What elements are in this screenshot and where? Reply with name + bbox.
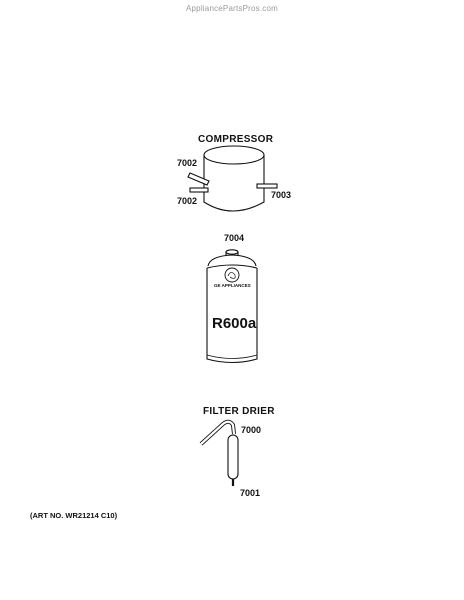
compressor-tube-right [256,183,278,189]
filter-drier-drawing [199,419,239,486]
compressor-tube-lower [189,187,209,193]
drier-body [227,434,239,480]
callout-7003: 7003 [271,190,292,200]
compressor-drawing [187,145,278,212]
callout-7004: 7004 [224,233,245,243]
art-number: (ART NO. WR21214 C10) [30,511,118,520]
can-brand-text: GE APPLIANCES [214,283,251,288]
can-refrigerant-label: R600a [212,315,257,332]
filter-drier-title: FILTER DRIER [203,406,275,417]
refrigerant-can-drawing [206,249,258,364]
callout-7001: 7001 [240,488,261,498]
ge-logo-icon [224,267,240,283]
watermark: AppliancePartsPros.com [186,4,278,13]
compressor-title: COMPRESSOR [198,134,274,145]
callout-7002-upper: 7002 [177,158,198,168]
callout-7000: 7000 [241,425,262,435]
callout-7002-lower: 7002 [177,196,198,206]
compressor-tube-upper [187,172,210,186]
